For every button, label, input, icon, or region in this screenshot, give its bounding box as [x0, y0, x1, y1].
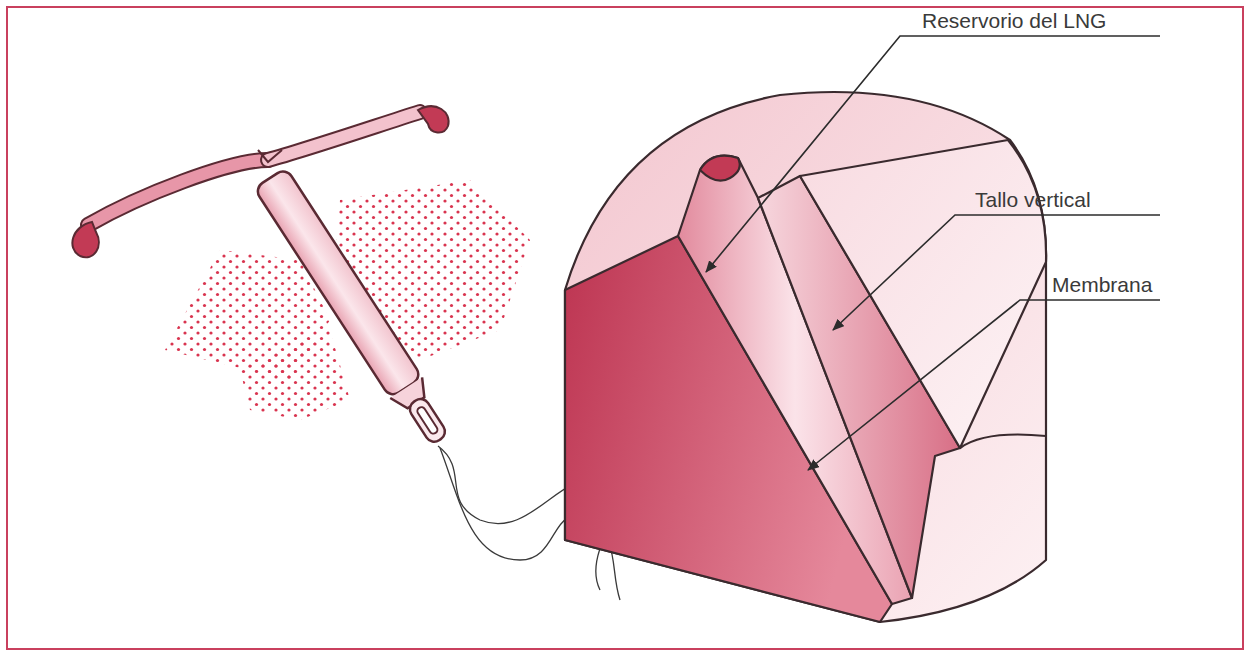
frame-border — [7, 7, 1243, 649]
part-label: Tallo vertical — [975, 188, 1091, 212]
iud-arms — [72, 106, 448, 257]
part-label: Reservorio del LNG — [922, 9, 1106, 33]
leader-line — [808, 300, 1160, 470]
hormone-dots — [240, 330, 350, 420]
leader-line — [833, 215, 1160, 330]
cross-section — [565, 92, 1046, 622]
leader-lines — [706, 36, 1160, 470]
iud-stem — [254, 168, 456, 450]
part-label: Membrana — [1052, 273, 1152, 297]
